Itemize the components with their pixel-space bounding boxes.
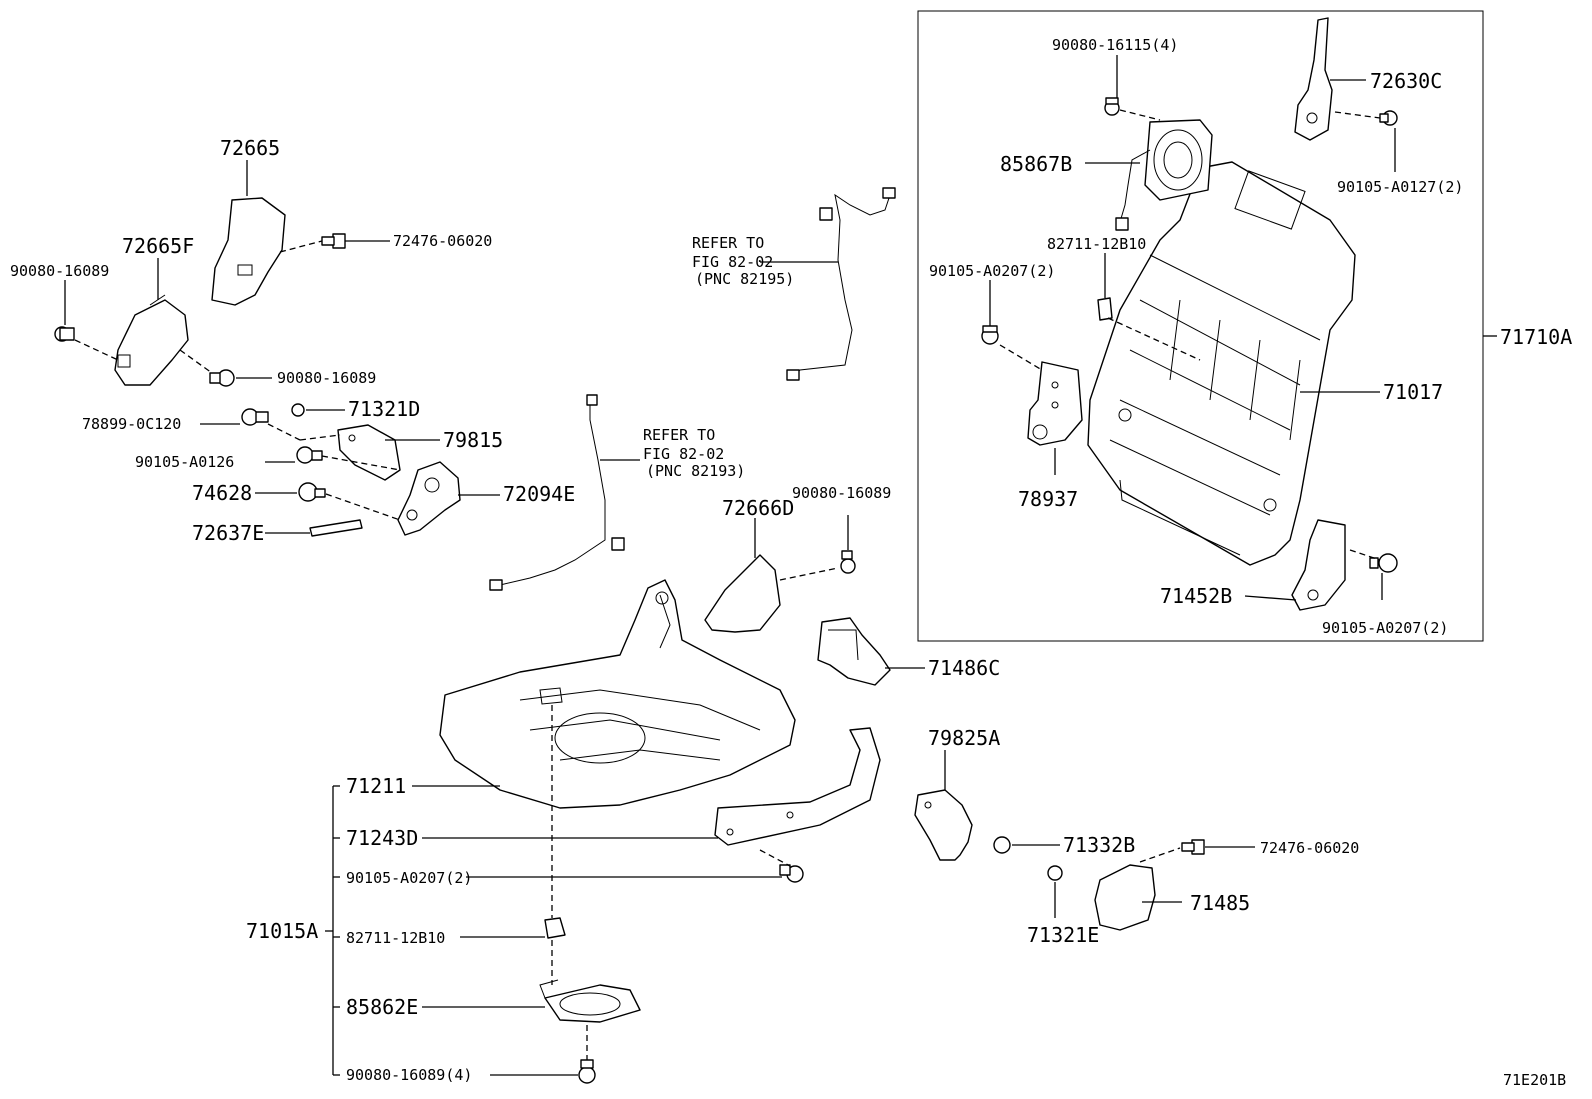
bolt-90080-16089-4[interactable]: [578, 1059, 596, 1084]
bolt-90080-16115[interactable]: [1104, 97, 1120, 116]
label-71486C: 71486C: [928, 656, 1000, 680]
bolt-72476-06020-a[interactable]: [321, 233, 346, 249]
label-71452B: 71452B: [1160, 584, 1232, 608]
lever-72630C[interactable]: [1294, 17, 1333, 141]
label-71485: 71485: [1190, 891, 1250, 915]
label-71017: 71017: [1383, 380, 1443, 404]
label-90080-16089-4: 90080-16089(4): [346, 1066, 472, 1084]
svg-text:REFER TO: REFER TO: [643, 426, 715, 444]
label-74628: 74628: [192, 481, 252, 505]
cover-72666D[interactable]: [704, 554, 781, 633]
bolt-71321D[interactable]: [291, 403, 305, 417]
bolt-72476-06020-b[interactable]: [1181, 839, 1205, 855]
bolt-90105-A0207-seat[interactable]: [779, 864, 804, 883]
seatback-frame-71017[interactable]: [1087, 161, 1356, 566]
label-90080-16089-b: 90080-16089: [277, 369, 376, 387]
bracket-72665F[interactable]: [114, 294, 189, 386]
refer-note-82195: REFER TO FIG 82-02 (PNC 82195): [692, 234, 794, 288]
label-79825A: 79825A: [928, 726, 1000, 750]
clip-82711-seatback[interactable]: [1097, 297, 1113, 321]
label-90105-A0126: 90105-A0126: [135, 453, 234, 471]
label-72665F: 72665F: [122, 234, 194, 258]
bolt-90105-A0207-a[interactable]: [981, 325, 999, 345]
bracket-78937[interactable]: [1027, 361, 1083, 446]
label-72666D: 72666D: [722, 496, 794, 520]
ring-71332B[interactable]: [993, 836, 1011, 854]
bolt-90105-A0126[interactable]: [296, 446, 323, 464]
wire-harness-82193[interactable]: [489, 394, 625, 591]
bracket-71452B[interactable]: [1291, 519, 1346, 611]
diagram-code: 71E201B: [1503, 1071, 1566, 1089]
label-71211: 71211: [346, 774, 406, 798]
pin-71321E[interactable]: [1047, 865, 1063, 881]
handle-79825A[interactable]: [914, 789, 973, 861]
nut-74628[interactable]: [298, 482, 326, 502]
label-72665: 72665: [220, 136, 280, 160]
bolt-90080-16089-b[interactable]: [209, 369, 235, 387]
label-90105-A0207-b: 90105-A0207(2): [1322, 619, 1448, 637]
svg-text:FIG 82-02: FIG 82-02: [692, 253, 773, 271]
refer-note-82193: REFER TO FIG 82-02 (PNC 82193): [643, 426, 745, 480]
label-72476-06020-b: 72476-06020: [1260, 839, 1359, 857]
bolt-78899-0C120[interactable]: [241, 408, 269, 426]
label-71015A: 71015A: [246, 919, 318, 943]
recliner-72094E[interactable]: [397, 461, 461, 536]
label-71710A: 71710A: [1500, 325, 1572, 349]
svg-text:REFER TO: REFER TO: [692, 234, 764, 252]
label-82711-12B10-back: 82711-12B10: [1047, 235, 1146, 253]
label-90080-16089-c: 90080-16089: [792, 484, 891, 502]
cover-71485[interactable]: [1094, 864, 1156, 931]
bracket-71243D[interactable]: [714, 727, 881, 846]
label-72094E: 72094E: [503, 482, 575, 506]
label-78937: 78937: [1018, 487, 1078, 511]
cover-72665[interactable]: [211, 197, 286, 306]
svg-text:(PNC 82195): (PNC 82195): [695, 270, 794, 288]
label-90105-A0127: 90105-A0127(2): [1337, 178, 1463, 196]
label-72630C: 72630C: [1370, 69, 1442, 93]
label-71243D: 71243D: [346, 826, 418, 850]
clip-82711-seat[interactable]: [544, 917, 566, 939]
spring-72637E[interactable]: [309, 519, 363, 537]
svg-text:(PNC 82193): (PNC 82193): [646, 462, 745, 480]
bolt-90105-A0127[interactable]: [1379, 110, 1398, 126]
speaker-85867B[interactable]: [1115, 119, 1213, 231]
label-71332B: 71332B: [1063, 833, 1135, 857]
label-85867B: 85867B: [1000, 152, 1072, 176]
label-90080-16089-a: 90080-16089: [10, 262, 109, 280]
wire-harness-82195[interactable]: [786, 187, 896, 381]
bracket-71486C[interactable]: [817, 617, 891, 686]
seat-frame-71211[interactable]: [439, 579, 796, 809]
speaker-85862E[interactable]: [539, 979, 641, 1023]
bolt-90080-16089-c[interactable]: [840, 550, 856, 574]
label-78899-0C120: 78899-0C120: [82, 415, 181, 433]
bolt-90105-A0207-b[interactable]: [1369, 553, 1398, 573]
label-79815: 79815: [443, 428, 503, 452]
seatback-group-frame: [917, 10, 1484, 642]
bolt-90080-16089-a[interactable]: [54, 326, 75, 342]
label-90105-A0207-seat: 90105-A0207(2): [346, 869, 472, 887]
label-85862E: 85862E: [346, 995, 418, 1019]
label-90080-16115: 90080-16115(4): [1052, 36, 1178, 54]
bracket-79815[interactable]: [337, 424, 401, 481]
label-71321D: 71321D: [348, 397, 420, 421]
label-90105-A0207-a: 90105-A0207(2): [929, 262, 1055, 280]
label-82711-12B10-seat: 82711-12B10: [346, 929, 445, 947]
svg-text:FIG 82-02: FIG 82-02: [643, 445, 724, 463]
label-71321E: 71321E: [1027, 923, 1099, 947]
label-72637E: 72637E: [192, 521, 264, 545]
label-72476-06020-a: 72476-06020: [393, 232, 492, 250]
